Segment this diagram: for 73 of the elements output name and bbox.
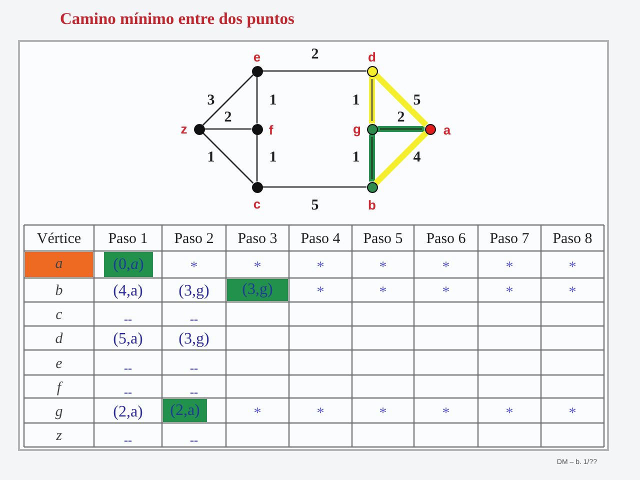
vertex-label: e	[253, 50, 261, 64]
asterisk-mark: *	[316, 258, 324, 273]
edge-weight: 5	[412, 94, 422, 108]
highlighted-edge	[374, 72, 428, 128]
highlighted-cell: (3,g)	[226, 278, 288, 302]
highlighted-cell: (0,a)	[104, 252, 153, 278]
row-header: e	[56, 356, 62, 372]
graph-edge	[202, 74, 254, 126]
row-header: g	[55, 404, 63, 420]
graph-edge	[204, 128, 252, 130]
column-header: Paso 1	[108, 231, 148, 247]
column-header: Paso 2	[174, 231, 214, 247]
graph-edge	[202, 132, 254, 184]
vertex-label: b	[368, 198, 376, 212]
asterisk-mark: *	[568, 284, 576, 298]
vertex-label: f	[268, 124, 274, 136]
highlighted-edge	[374, 130, 428, 186]
distance-label: (2,a)	[113, 403, 143, 420]
vertex-label: d	[368, 50, 376, 64]
asterisk-mark: *	[442, 284, 450, 298]
graph-edge	[262, 70, 366, 72]
graph-edge	[256, 134, 258, 182]
dash-mark: --	[124, 434, 132, 446]
dash-mark: --	[124, 386, 132, 398]
asterisk-mark: *	[379, 258, 387, 273]
column-header: Paso 7	[490, 231, 530, 247]
asterisk-mark: *	[506, 404, 514, 419]
asterisk-mark: *	[442, 258, 450, 273]
distance-label: (3,g)	[178, 282, 210, 300]
graph-edge	[256, 76, 258, 124]
asterisk-mark: *	[316, 284, 324, 298]
row-header: b	[55, 283, 63, 299]
asterisk-mark: *	[506, 284, 514, 298]
dash-mark: --	[190, 386, 198, 398]
distance-label: (4,a)	[113, 282, 143, 300]
graph-edge	[262, 186, 366, 188]
column-header: Paso 6	[426, 231, 466, 247]
asterisk-mark: *	[506, 258, 514, 273]
highlighted-edge	[378, 126, 424, 132]
dash-mark: --	[190, 313, 198, 325]
highlighted-cell: (2,a)	[163, 398, 207, 422]
row-header: c	[56, 307, 62, 323]
asterisk-mark: *	[568, 258, 576, 273]
dash-mark: --	[190, 362, 198, 374]
asterisk-mark: *	[379, 284, 387, 298]
asterisk-mark: *	[379, 404, 387, 419]
highlighted-edge	[369, 76, 375, 124]
asterisk-mark: *	[190, 258, 198, 273]
vertex-label: g	[353, 122, 361, 136]
highlighted-cell: a	[24, 252, 94, 278]
distance-label: (5,a)	[113, 330, 143, 348]
dash-mark: --	[190, 434, 198, 446]
vertex-label: a	[443, 124, 451, 136]
asterisk-mark: *	[568, 404, 576, 419]
dash-mark: --	[124, 362, 132, 374]
asterisk-mark: *	[442, 404, 450, 419]
row-header: d	[55, 331, 63, 347]
dash-mark: --	[124, 313, 132, 325]
vertex-label: z	[180, 122, 188, 136]
column-header: Paso 8	[552, 231, 592, 247]
vertex-label: c	[253, 198, 261, 210]
column-header: Paso 4	[300, 231, 340, 247]
asterisk-mark: *	[254, 258, 262, 273]
column-header: Vértice	[36, 231, 82, 247]
distance-label: (3,g)	[178, 330, 210, 348]
highlighted-edge	[369, 134, 375, 182]
slide-title: Camino mínimo entre dos puntos	[60, 9, 294, 29]
column-header: Paso 3	[238, 231, 278, 247]
row-header: z	[56, 428, 62, 444]
asterisk-mark: *	[254, 404, 262, 419]
column-header: Paso 5	[363, 231, 403, 247]
row-header: f	[56, 380, 62, 396]
asterisk-mark: *	[316, 404, 324, 419]
